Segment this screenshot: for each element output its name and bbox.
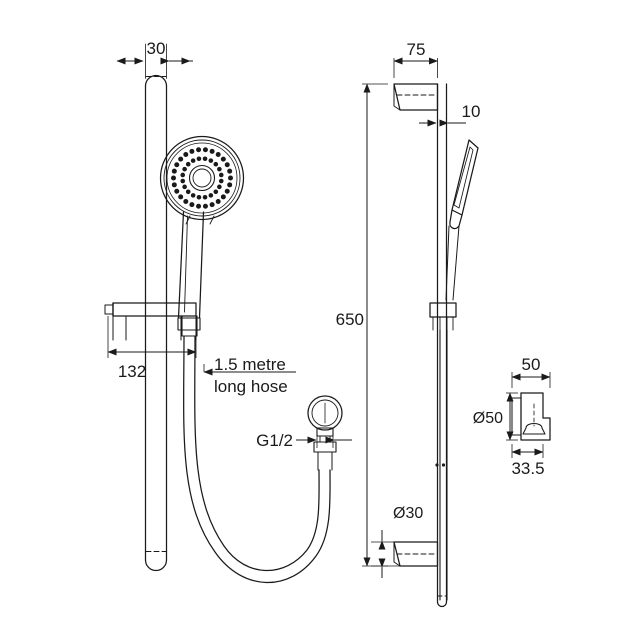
dimension-33-5 xyxy=(511,444,544,458)
front-view-hose xyxy=(183,335,331,584)
dimension-label-30: 30 xyxy=(147,39,166,58)
wall-outlet-elbow xyxy=(511,392,551,441)
dimension-50 xyxy=(511,372,551,388)
dimension-g12 xyxy=(296,430,352,448)
dimension-label-10: 10 xyxy=(462,102,481,121)
dimension-label-dia50: Ø50 xyxy=(473,410,503,427)
dimension-label-dia30: Ø30 xyxy=(393,505,423,522)
side-view-rail-bracket xyxy=(429,302,457,601)
dimension-label-g12: G1/2 xyxy=(256,431,293,450)
hose-note-line-1: 1.5 metre xyxy=(214,355,286,374)
front-view-rail-bracket xyxy=(104,302,198,341)
hose-connector-detail xyxy=(307,395,343,471)
dimension-650 xyxy=(362,83,388,567)
dimension-132 xyxy=(107,316,197,358)
hose-note-line-2: long hose xyxy=(214,377,288,396)
dimension-dia50 xyxy=(506,392,518,441)
dimension-label-75: 75 xyxy=(407,40,426,59)
side-view-rail xyxy=(436,83,448,608)
dimension-dia30 xyxy=(371,530,400,578)
side-view-hand-shower xyxy=(445,139,479,301)
dimension-label-650: 650 xyxy=(336,310,364,329)
hose-note-leader xyxy=(203,364,296,376)
dimension-label-50: 50 xyxy=(522,355,541,374)
dimension-10 xyxy=(419,118,466,127)
dimension-label-33-5: 33.5 xyxy=(511,459,544,478)
shower-nozzles xyxy=(171,147,233,209)
dimension-label-132: 132 xyxy=(118,362,146,381)
side-view-bottom-bracket xyxy=(393,541,439,567)
front-view-rail xyxy=(144,43,168,572)
dimension-75 xyxy=(393,57,438,78)
side-view-top-bracket xyxy=(393,83,439,111)
front-view-hand-shower xyxy=(159,135,245,331)
